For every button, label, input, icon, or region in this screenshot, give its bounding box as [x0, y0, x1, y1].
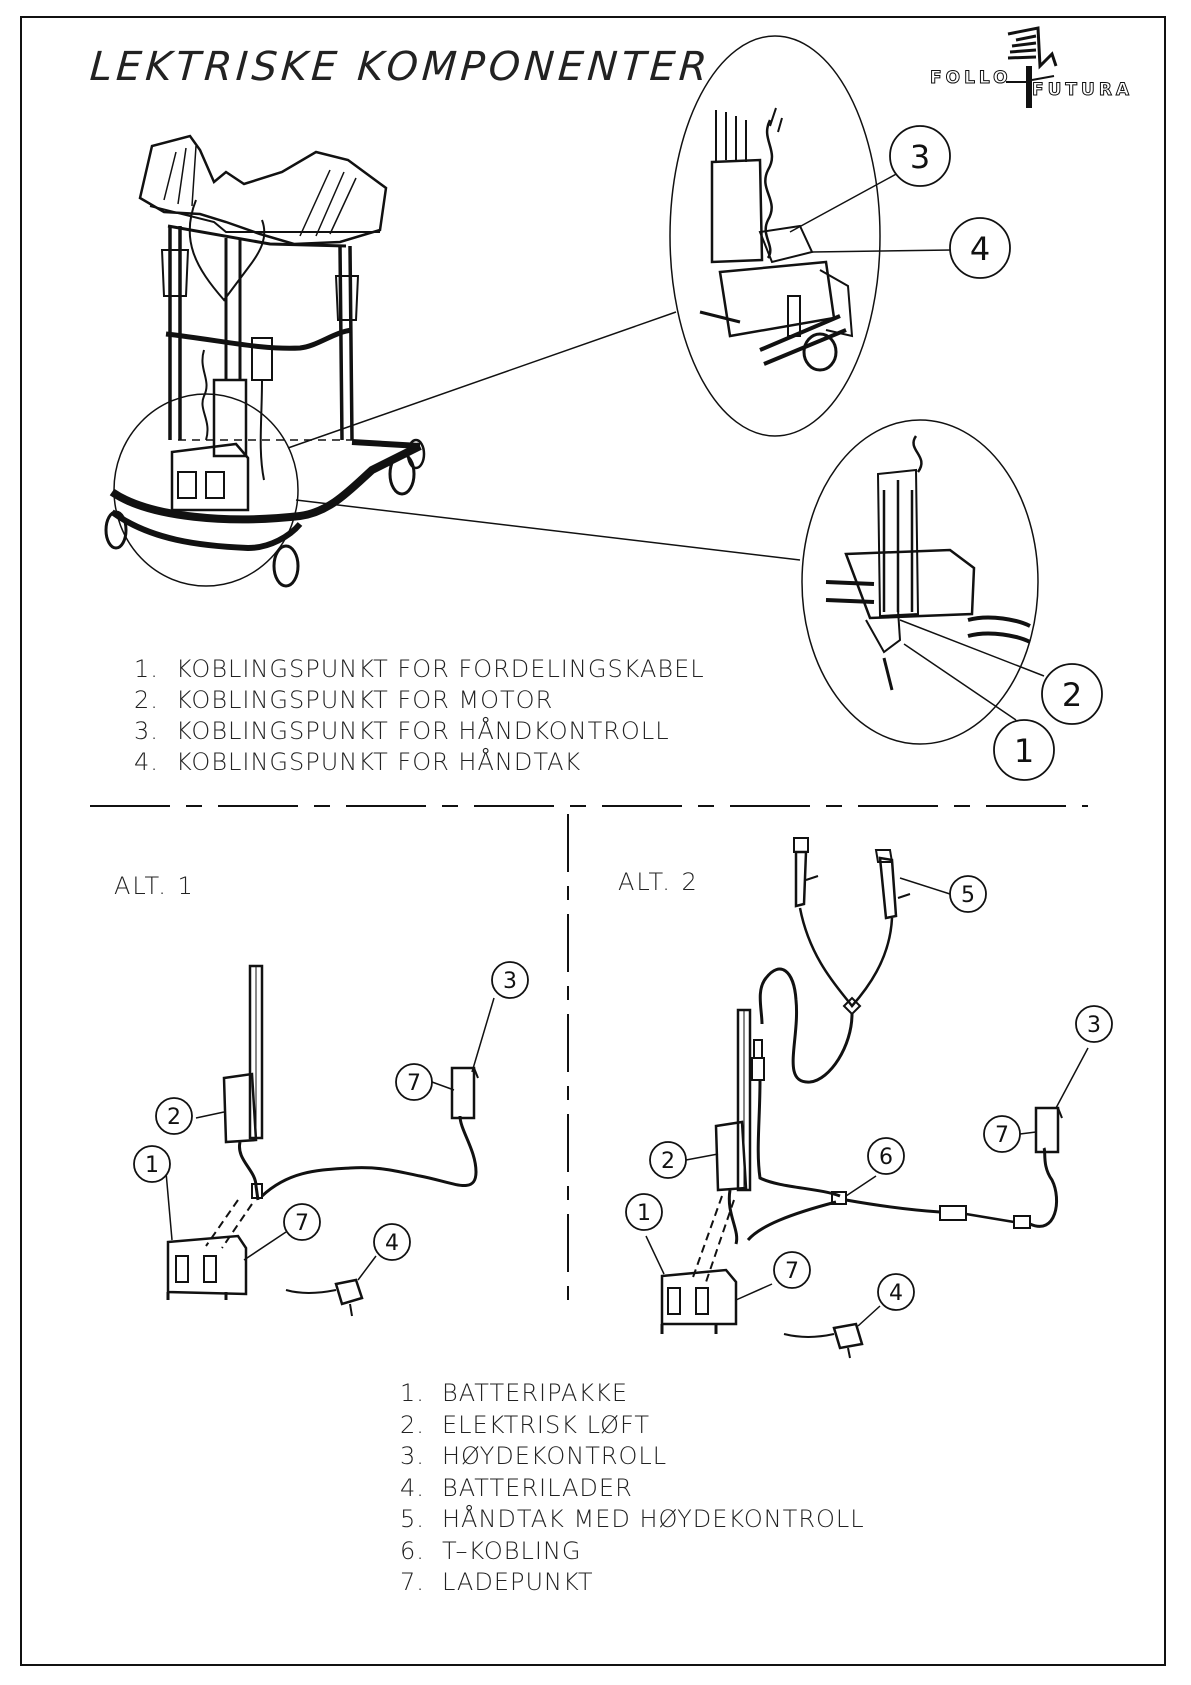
svg-text:3: 3 [910, 138, 930, 176]
list-item: 1.BATTERIPAKKE [400, 1379, 629, 1407]
callout-alt2-7a: 7 [983, 1115, 1021, 1153]
logo-word-futura: FUTURA [1031, 80, 1134, 101]
svg-text:7: 7 [407, 1071, 421, 1096]
alt2-illustration [660, 837, 1063, 1359]
detail-view-lower [801, 419, 1039, 745]
alt1-label: ALT. 1 [114, 872, 195, 900]
callout-alt2-1: 1 [625, 1193, 663, 1231]
logo-mark [1006, 26, 1058, 108]
svg-text:2: 2 [661, 1149, 675, 1174]
callout-alt2-6: 6 [867, 1137, 905, 1175]
svg-text:4: 4 [889, 1281, 903, 1306]
callout-alt2-3: 3 [1075, 1005, 1113, 1043]
alt1-illustration [166, 964, 479, 1317]
callout-alt1-2: 2 [155, 1097, 193, 1135]
svg-text:1: 1 [637, 1201, 651, 1226]
callout-alt1-7b: 7 [283, 1203, 321, 1241]
connection-point-list: 1.KOBLINGSPUNKT FOR FORDELINGSKABEL 2.KO… [134, 654, 705, 778]
svg-text:7: 7 [785, 1259, 799, 1284]
callout-alt1-1: 1 [133, 1145, 171, 1183]
list-item: 7.LADEPUNKT [400, 1568, 594, 1596]
svg-text:1: 1 [1014, 732, 1034, 770]
callout-alt2-7b: 7 [773, 1251, 811, 1289]
detail-view-upper [669, 35, 881, 437]
svg-text:2: 2 [1062, 676, 1082, 714]
list-item: 6.T–KOBLING [400, 1536, 582, 1565]
svg-text:1: 1 [145, 1153, 159, 1178]
logo-word-follo: FOLLO [930, 68, 1012, 89]
svg-text:3: 3 [503, 969, 517, 994]
svg-text:7: 7 [995, 1123, 1009, 1148]
list-item: 5.HÅNDTAK MED HØYDEKONTROLL [400, 1505, 865, 1533]
callout-alt2-5: 5 [949, 875, 987, 913]
callout-alt2-4: 4 [877, 1273, 915, 1311]
callout-alt1-7a: 7 [395, 1063, 433, 1101]
svg-text:5: 5 [961, 883, 975, 908]
component-list: 1.BATTERIPAKKE 2.ELEKTRISK LØFT 3.HØYDEK… [400, 1378, 865, 1599]
alt2-label: ALT. 2 [618, 868, 699, 896]
svg-text:6: 6 [879, 1145, 893, 1170]
svg-text:7: 7 [295, 1211, 309, 1236]
drawing-frame [20, 16, 1166, 1666]
callout-alt2-2: 2 [649, 1141, 687, 1179]
list-item: 3.KOBLINGSPUNKT FOR HÅNDKONTROLL [134, 717, 670, 745]
callout-lower-2: 2 [1041, 663, 1103, 725]
follo-futura-logo: FOLLO FUTURA [928, 26, 1160, 126]
callout-upper-3: 3 [889, 125, 951, 187]
list-item: 3.HØYDEKONTROLL [400, 1442, 668, 1470]
callout-alt1-4: 4 [373, 1223, 411, 1261]
list-item: 4.KOBLINGSPUNKT FOR HÅNDTAK [134, 748, 582, 776]
callout-lower-1: 1 [993, 719, 1055, 781]
list-item: 1.KOBLINGSPUNKT FOR FORDELINGSKABEL [134, 655, 705, 683]
list-item: 2.KOBLINGSPUNKT FOR MOTOR [134, 686, 554, 714]
walker-illustration [104, 134, 426, 588]
callout-alt1-3: 3 [491, 961, 529, 999]
callout-upper-4: 4 [949, 217, 1011, 279]
svg-text:3: 3 [1087, 1013, 1101, 1038]
list-item: 2.ELEKTRISK LØFT [400, 1410, 651, 1439]
list-item: 4.BATTERILADER [400, 1473, 633, 1502]
svg-text:4: 4 [385, 1231, 399, 1256]
svg-text:4: 4 [970, 230, 990, 268]
svg-text:2: 2 [167, 1105, 181, 1130]
